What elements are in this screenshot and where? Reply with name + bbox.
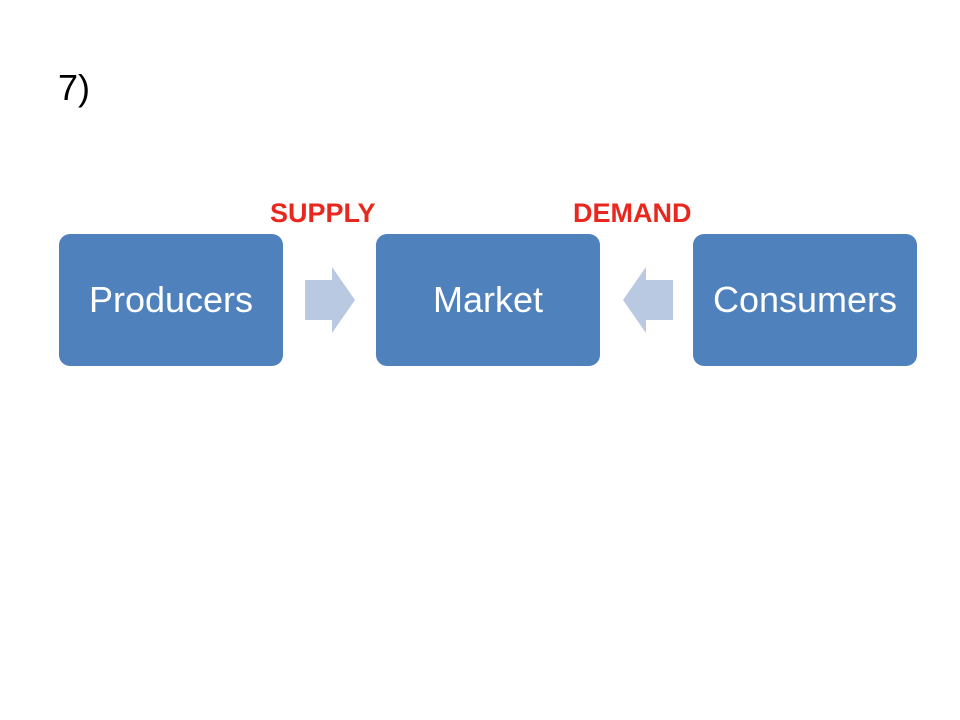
slide-title: 7)	[58, 67, 91, 108]
market-label: Market	[432, 279, 544, 320]
supply-arrow	[305, 267, 355, 333]
demand-arrow-shape	[623, 267, 673, 333]
consumers-box: Consumers	[693, 234, 917, 366]
producers-label: Producers	[88, 279, 254, 320]
market-box: Market	[376, 234, 600, 366]
demand-label: DEMAND	[573, 198, 692, 228]
supply-label: SUPPLY	[270, 198, 376, 228]
consumers-label: Consumers	[712, 279, 898, 320]
demand-arrow	[623, 267, 673, 333]
supply-arrow-shape	[305, 267, 355, 333]
producers-box: Producers	[59, 234, 283, 366]
